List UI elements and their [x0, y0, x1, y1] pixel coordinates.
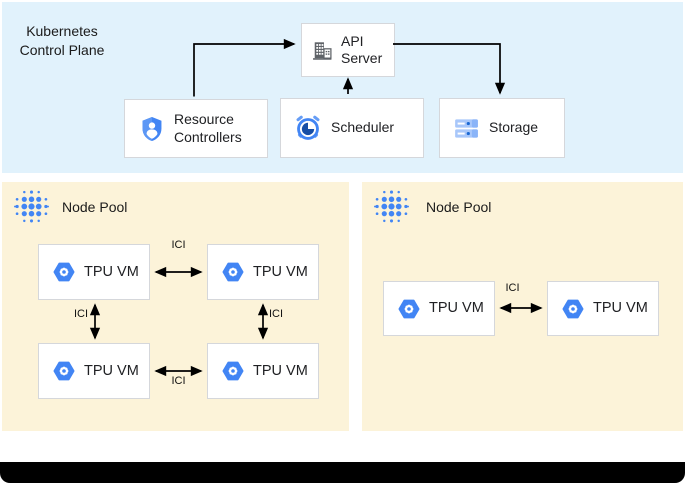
ici-link-label-left: ICI	[73, 308, 88, 320]
hexagon-gear-icon	[53, 361, 75, 381]
node-pool-left-label: Node Pool	[62, 199, 128, 215]
building-icon	[313, 41, 332, 60]
hexagon-gear-icon	[398, 299, 420, 318]
node-pool-right-label: Node Pool	[426, 199, 492, 215]
tpu-vm-node: TPU VM	[207, 244, 319, 300]
tpu-vm-node: TPU VM	[207, 343, 319, 399]
hexagon-gear-icon	[222, 262, 244, 282]
api-server-node: API Server	[301, 23, 395, 77]
storage-label: Storage	[489, 119, 539, 136]
tpu-vm-node: TPU VM	[383, 281, 495, 336]
scheduler-label: Scheduler	[331, 119, 395, 136]
ici-link-label-right: ICI	[269, 308, 284, 320]
ici-link-label-bottom: ICI	[171, 375, 186, 387]
tpu-vm-label: TPU VM	[84, 362, 139, 379]
tpu-vm-node: TPU VM	[547, 281, 659, 336]
shield-user-icon	[142, 116, 162, 141]
storage-node: Storage	[439, 98, 565, 158]
tpu-vm-label: TPU VM	[84, 263, 139, 280]
dot-grid-icon	[374, 190, 409, 223]
hexagon-gear-icon	[222, 361, 244, 381]
dot-grid-icon	[14, 190, 49, 223]
control-plane-panel: Kubernetes Control Plane API Server	[2, 2, 683, 173]
ici-link-label-right-pool: ICI	[505, 282, 520, 294]
tpu-vm-label: TPU VM	[593, 300, 648, 317]
bottom-bar	[0, 462, 685, 483]
tpu-vm-label: TPU VM	[429, 300, 484, 317]
tpu-vm-label: TPU VM	[253, 362, 308, 379]
alarm-clock-icon	[296, 115, 320, 140]
stacked-disks-icon	[455, 118, 478, 138]
tpu-vm-label: TPU VM	[253, 263, 308, 280]
ici-link-label-top: ICI	[171, 239, 186, 251]
tpu-vm-node: TPU VM	[38, 244, 150, 300]
resource-controllers-node: Resource Controllers	[124, 99, 268, 158]
scheduler-node: Scheduler	[280, 98, 424, 158]
resource-controllers-label: Resource Controllers	[174, 111, 242, 145]
tpu-vm-node: TPU VM	[38, 343, 150, 399]
hexagon-gear-icon	[53, 262, 75, 282]
hexagon-gear-icon	[562, 299, 584, 318]
api-server-label: API Server	[341, 32, 383, 67]
control-plane-title: Kubernetes Control Plane	[19, 23, 105, 58]
